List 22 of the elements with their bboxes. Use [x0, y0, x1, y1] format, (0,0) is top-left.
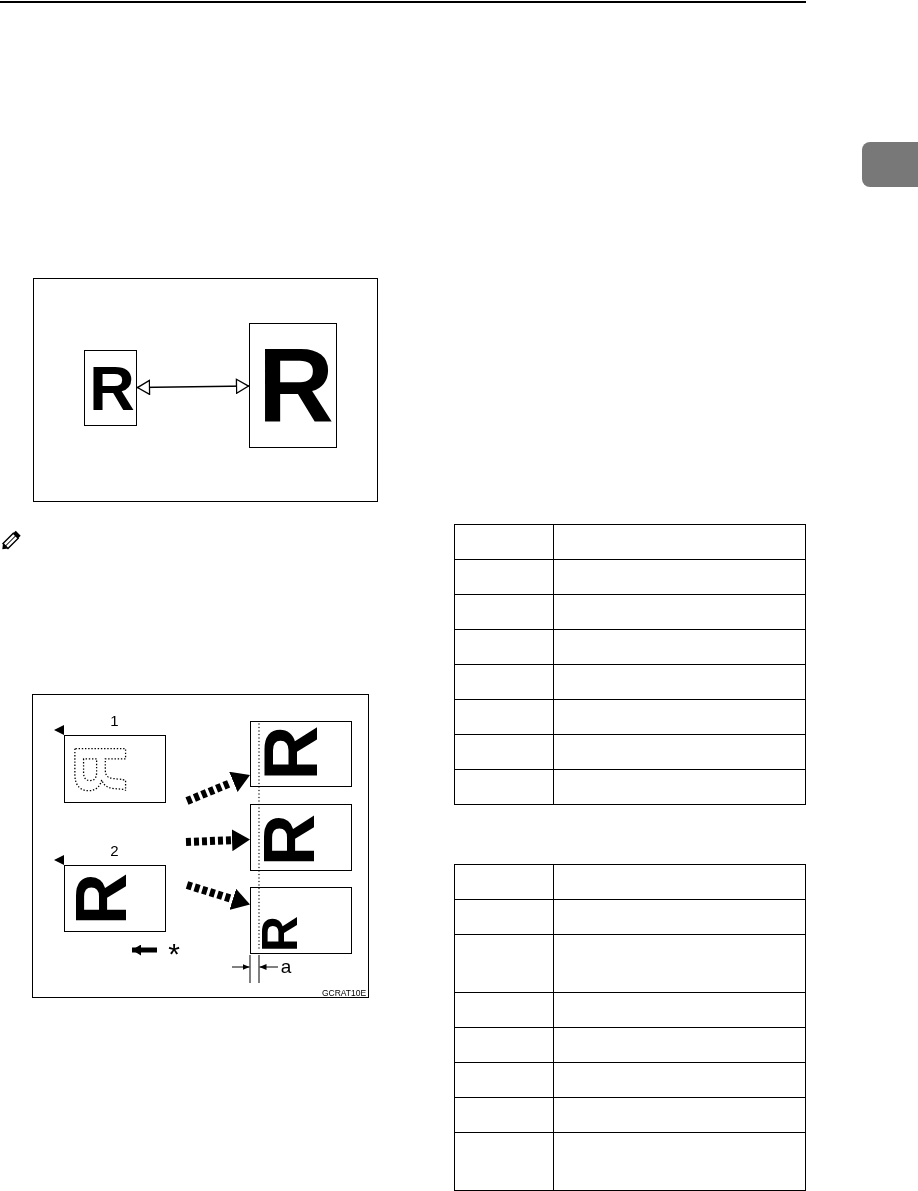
- asterisk-mark: *: [168, 939, 180, 969]
- figure-code: GCRAT10E: [321, 988, 367, 998]
- callout-number: 1: [110, 712, 119, 728]
- sample-letter: R: [261, 814, 316, 866]
- double-arrow: [136, 378, 250, 396]
- striped-arrow: [185, 771, 252, 805]
- sample-letter: R: [89, 365, 135, 413]
- paper-sheet: [250, 721, 352, 787]
- paper-sheet: [250, 804, 352, 871]
- paper-sheet: [84, 350, 137, 426]
- paper-sheet: [250, 887, 352, 954]
- sample-letter: R: [261, 915, 300, 953]
- striped-arrow: [185, 881, 252, 910]
- dimension-label: a: [280, 956, 292, 976]
- callout-number: 2: [110, 842, 119, 858]
- paper-sheet: [64, 735, 166, 803]
- sample-letter: R: [73, 872, 128, 925]
- paper-sheet: [64, 865, 166, 932]
- sample-letter: R: [258, 346, 334, 426]
- striped-arrow: [185, 829, 251, 852]
- sample-letter: R: [261, 725, 319, 781]
- paper-sheet: [249, 323, 337, 448]
